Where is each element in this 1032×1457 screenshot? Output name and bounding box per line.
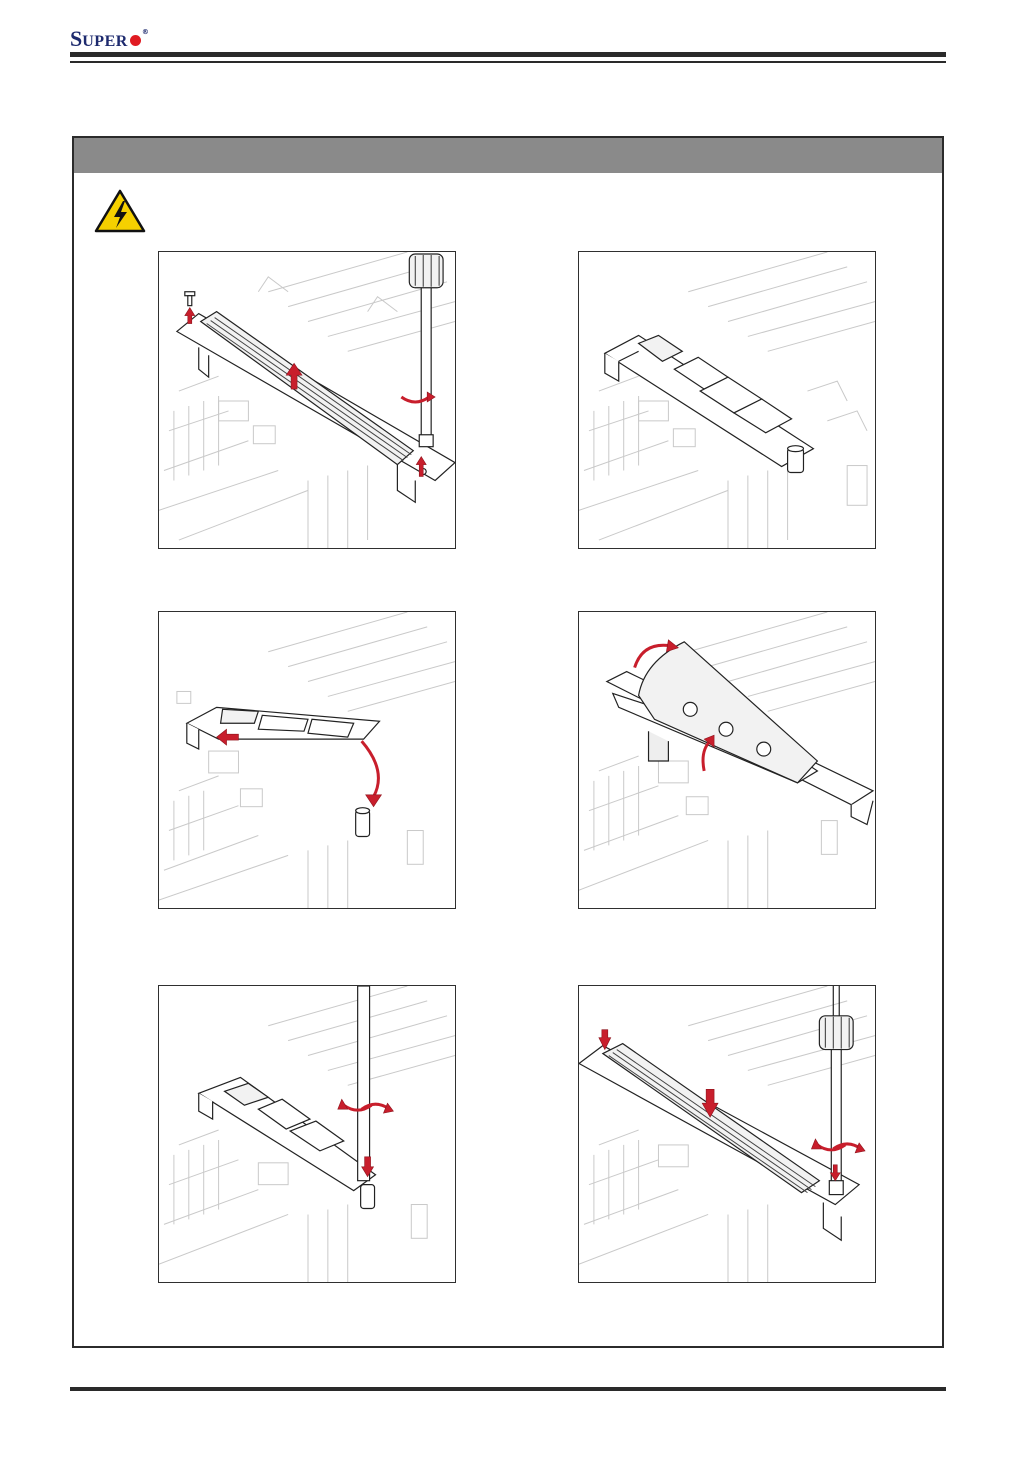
insert-m2-ssd-illustration: [159, 612, 455, 908]
footer-rule: [70, 1387, 946, 1391]
step-1-illustration: [158, 251, 456, 549]
step-3-illustration: [158, 611, 456, 909]
logo-dot-icon: [130, 35, 141, 46]
header-rule-thin: [70, 61, 946, 63]
supermicro-logo: S UPER ®: [70, 26, 149, 52]
section-header: [74, 138, 942, 173]
logo-initial: S: [70, 26, 82, 52]
secure-ssd-screw-illustration: [159, 986, 455, 1282]
header-rule-thick: [70, 52, 946, 57]
step-2-illustration: [578, 251, 876, 549]
step-6-illustration: [578, 985, 876, 1283]
logo-registered-mark: ®: [142, 28, 149, 36]
logo-text: UPER: [82, 33, 128, 51]
step-5-illustration: [158, 985, 456, 1283]
step-4-illustration: [578, 611, 876, 909]
reinstall-heatsink-illustration: [579, 986, 875, 1282]
peel-thermal-pad-film-illustration: [579, 612, 875, 908]
remove-heatsink-screw-illustration: [159, 252, 455, 548]
electric-shock-warning-icon: [94, 188, 146, 234]
m2-ssd-exposed-illustration: [579, 252, 875, 548]
